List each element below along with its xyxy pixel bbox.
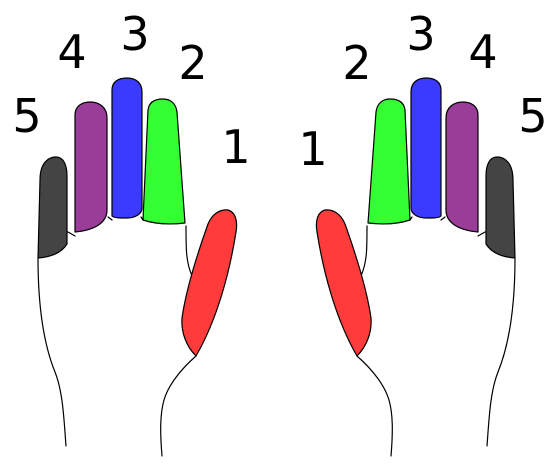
- right-finger-4-label: 4: [468, 29, 497, 75]
- left-finger-1: [182, 210, 237, 356]
- right-finger-5: [486, 157, 515, 258]
- right-hand-outline: [357, 217, 515, 456]
- right-finger-1: [316, 210, 371, 356]
- right-finger-5-label: 5: [518, 93, 547, 139]
- left-finger-3-label: 3: [120, 11, 149, 57]
- left-finger-5: [38, 157, 67, 258]
- right-finger-2: [368, 99, 410, 224]
- left-finger-4: [75, 102, 107, 232]
- left-hand-outline: [38, 217, 196, 456]
- right-finger-2-label: 2: [342, 40, 371, 86]
- right-finger-1-label: 1: [298, 126, 327, 172]
- left-finger-3: [112, 78, 142, 218]
- left-finger-1-label: 1: [221, 124, 250, 170]
- left-finger-5-label: 5: [12, 93, 41, 139]
- left-finger-2-label: 2: [178, 40, 207, 86]
- right-hand: [316, 78, 515, 456]
- left-finger-2: [143, 99, 185, 224]
- left-finger-4-label: 4: [57, 29, 86, 75]
- left-hand: [38, 78, 237, 456]
- right-finger-3: [411, 78, 441, 218]
- right-finger-3-label: 3: [406, 11, 435, 57]
- right-finger-4: [446, 102, 478, 232]
